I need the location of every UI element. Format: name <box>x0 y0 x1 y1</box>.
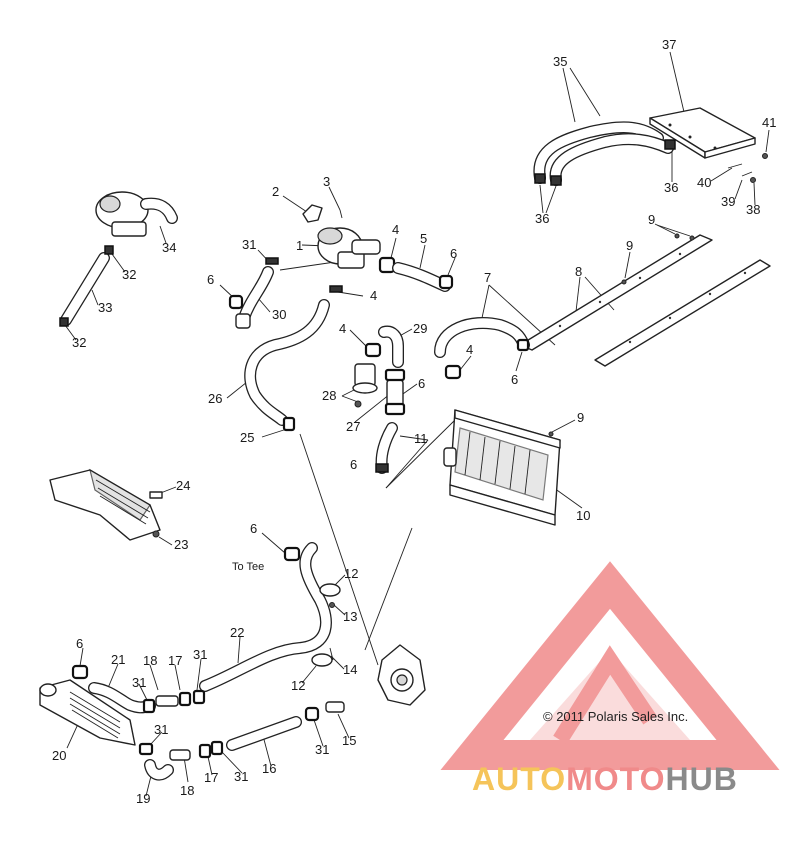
callout-38: 38 <box>746 202 760 217</box>
callout-9-radiator: 9 <box>577 410 584 425</box>
callout-6-top: 6 <box>450 246 457 261</box>
callout-29: 29 <box>413 321 427 336</box>
part-20-cooler <box>39 679 136 746</box>
callout-6-tee: 6 <box>250 521 257 536</box>
callout-27: 27 <box>346 419 360 434</box>
callout-36-left: 36 <box>535 211 549 226</box>
callout-31-left: 31 <box>132 675 146 690</box>
callout-31-bottom: 31 <box>234 769 248 784</box>
callout-1: 1 <box>296 238 303 253</box>
callout-32-lower: 32 <box>72 335 86 350</box>
callout-35: 35 <box>553 54 567 69</box>
callout-30: 30 <box>272 307 286 322</box>
callout-18-bottom: 18 <box>180 783 194 798</box>
callout-2: 2 <box>272 184 279 199</box>
callout-24: 24 <box>176 478 190 493</box>
callout-32-upper: 32 <box>122 267 136 282</box>
callout-14: 14 <box>343 662 357 677</box>
callout-15: 15 <box>342 733 356 748</box>
callout-31-lowerleft: 31 <box>154 722 168 737</box>
callout-40: 40 <box>697 175 711 190</box>
annotation-to-tee: To Tee <box>232 561 264 573</box>
part-30-hose <box>238 266 274 324</box>
callout-6-cooler: 6 <box>76 636 83 651</box>
part-34-reservoir <box>95 191 178 237</box>
part-10-radiator <box>443 409 561 526</box>
automotohub-wordmark: AUTOMOTOHUB <box>472 761 738 797</box>
callout-23: 23 <box>174 537 188 552</box>
wordmark-moto: MOTO <box>566 761 665 797</box>
callout-12-upper: 12 <box>344 566 358 581</box>
callout-31-upper: 31 <box>242 237 256 252</box>
part-1-housing <box>302 204 381 269</box>
callout-7: 7 <box>484 270 491 285</box>
callout-16: 16 <box>262 761 276 776</box>
wordmark-auto: AUTO <box>472 761 566 797</box>
parts-drawing <box>39 107 771 781</box>
part-28-thermostat <box>352 363 378 408</box>
callout-12-lower: 12 <box>291 678 305 693</box>
callout-3: 3 <box>323 174 330 189</box>
callout-9-mid: 9 <box>626 238 633 253</box>
callout-4-right: 4 <box>466 342 473 357</box>
callout-18-mid: 18 <box>143 653 157 668</box>
callout-25: 25 <box>240 430 254 445</box>
part-7-hose <box>434 317 530 358</box>
callout-4-top: 4 <box>392 222 399 237</box>
part-11-hose <box>375 422 398 474</box>
callout-8: 8 <box>575 264 582 279</box>
callout-31-pump: 31 <box>315 742 329 757</box>
callout-31-mid: 31 <box>193 647 207 662</box>
callout-6-hose11: 6 <box>350 457 357 472</box>
callout-9-top: 9 <box>648 212 655 227</box>
callout-5: 5 <box>420 231 427 246</box>
callout-34: 34 <box>162 240 176 255</box>
callout-4-lower: 4 <box>370 288 377 303</box>
callout-17-bottom: 17 <box>204 770 218 785</box>
part-36-clamp-a <box>534 173 546 184</box>
part-29-elbow <box>378 325 404 368</box>
part-35-hoses <box>533 121 674 186</box>
part-36-clamp-b <box>550 175 562 186</box>
callout-26: 26 <box>208 391 222 406</box>
copyright-text: © 2011 Polaris Sales Inc. <box>543 709 688 724</box>
callout-6-fitting: 6 <box>418 376 425 391</box>
wordmark-hub: HUB <box>665 761 737 797</box>
callout-28: 28 <box>322 388 336 403</box>
callout-22: 22 <box>230 625 244 640</box>
callout-20: 20 <box>52 748 66 763</box>
callout-17-mid: 17 <box>168 653 182 668</box>
part-5-hose <box>392 262 451 292</box>
part-37-reservoir-plate <box>649 107 756 159</box>
water-pump-housing <box>377 644 426 706</box>
callout-11: 11 <box>414 431 428 446</box>
callout-21: 21 <box>111 652 125 667</box>
callout-4-mid: 4 <box>339 321 346 336</box>
part-8-rails <box>519 234 771 367</box>
part-33-tube <box>60 252 110 326</box>
callout-37: 37 <box>662 37 676 52</box>
callout-6-left: 6 <box>207 272 214 287</box>
callout-39: 39 <box>721 194 735 209</box>
callout-10: 10 <box>576 508 590 523</box>
callout-41: 41 <box>762 115 776 130</box>
callout-13: 13 <box>343 609 357 624</box>
part-24-bracket <box>49 468 163 541</box>
svg-text:AUTOMOTOHUB: AUTOMOTOHUB <box>472 761 738 797</box>
callout-36-right: 36 <box>664 180 678 195</box>
callout-33: 33 <box>98 300 112 315</box>
part-16-hose <box>226 716 302 751</box>
part-26-hose <box>244 299 330 426</box>
callout-19: 19 <box>136 791 150 806</box>
part-36-clamp-c <box>664 139 676 150</box>
part-22-hose <box>199 542 332 692</box>
callout-6-right: 6 <box>511 372 518 387</box>
callout-numbers: 1 2 3 4 4 4 4 5 6 6 6 6 6 6 6 7 8 9 9 9 … <box>52 37 776 806</box>
part-27-fitting <box>384 368 406 416</box>
automotohub-watermark <box>440 561 780 770</box>
